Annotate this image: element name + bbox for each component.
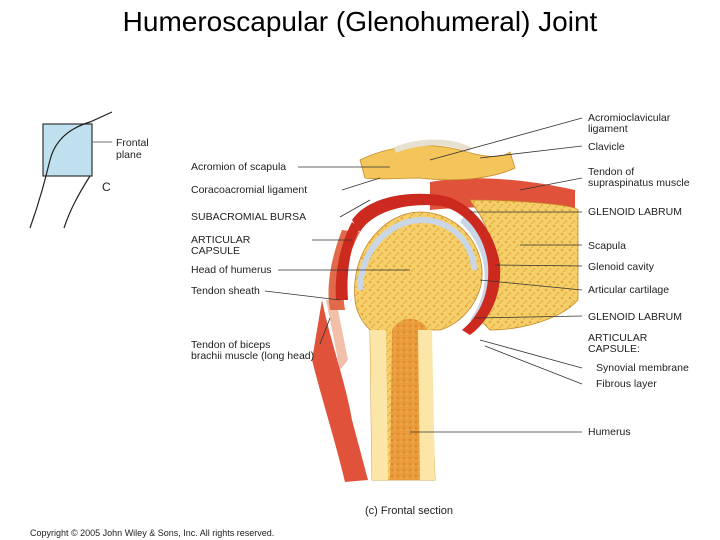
clavicle-bone [359, 145, 516, 181]
label-glenoid-labrum-bottom: GLENOID LABRUM [588, 311, 682, 323]
label-glenoid-cavity: Glenoid cavity [588, 261, 654, 273]
page-title: Humeroscapular (Glenohumeral) Joint [122, 6, 598, 37]
figure-caption: (c) Frontal section [365, 505, 454, 517]
inset-figure [29, 111, 113, 229]
label-tendon-biceps-2: brachii muscle (long head) [191, 350, 315, 362]
label-articular-capsule-r-2: CAPSULE: [588, 343, 640, 355]
articular-capsule [352, 193, 501, 335]
label-humerus: Humerus [588, 426, 631, 438]
inset-label-frontal: Frontal [116, 137, 149, 149]
label-articular-capsule-r-1: ARTICULAR [588, 332, 648, 344]
label-tendon-biceps-1: Tendon of biceps [191, 339, 271, 351]
copyright-notice: Copyright © 2005 John Wiley & Sons, Inc.… [30, 528, 275, 538]
label-articular-capsule-1: ARTICULAR [191, 234, 251, 246]
inset-marker: C [102, 180, 111, 194]
label-clavicle: Clavicle [588, 141, 625, 153]
label-acromion: Acromion of scapula [191, 161, 287, 173]
label-tendon-sheath: Tendon sheath [191, 285, 260, 297]
inset-label-plane: plane [116, 149, 142, 161]
label-supraspinatus-2: supraspinatus muscle [588, 177, 690, 189]
frontal-plane-box [42, 123, 93, 177]
label-subacromial-bursa: SUBACROMIAL BURSA [191, 211, 307, 223]
label-scapula: Scapula [588, 240, 626, 252]
label-glenoid-labrum-top: GLENOID LABRUM [588, 206, 682, 218]
label-articular-cartilage: Articular cartilage [588, 284, 670, 296]
biceps-muscle [312, 300, 368, 482]
label-head-of-humerus: Head of humerus [191, 264, 272, 276]
humeral-cartilage [357, 216, 477, 291]
label-articular-capsule-2: CAPSULE [191, 245, 241, 257]
label-acromioclavicular-1: Acromioclavicular [588, 112, 671, 124]
label-acromioclavicular-2: ligament [588, 123, 628, 135]
label-supraspinatus-1: Tendon of [588, 166, 635, 178]
label-coracoacromial: Coracoacromial ligament [191, 184, 308, 196]
label-fibrous-layer: Fibrous layer [596, 378, 657, 390]
label-synovial-membrane: Synovial membrane [596, 362, 689, 374]
leader-lines [264, 117, 583, 433]
